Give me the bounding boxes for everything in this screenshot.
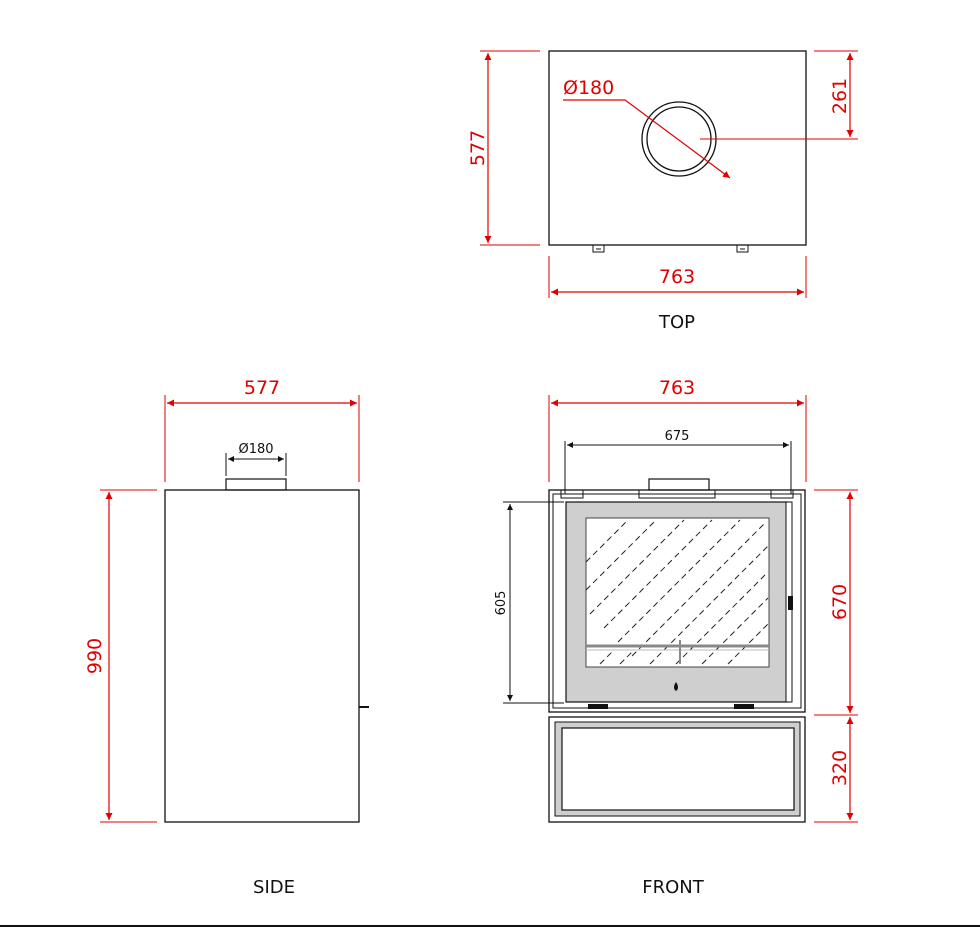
door-handle xyxy=(788,596,793,610)
glass-hatching xyxy=(585,519,769,665)
top-bracket-left xyxy=(592,244,605,253)
side-depth-dimension: 577 xyxy=(244,377,280,399)
top-view: 577 261 Ø180 763 TOP xyxy=(467,50,858,333)
air-control-icon xyxy=(674,682,678,691)
top-depth-dimension: 577 xyxy=(467,130,489,166)
side-view: 577 Ø180 990 SIDE xyxy=(84,377,369,898)
front-upper-height-dimension: 670 xyxy=(829,584,851,620)
front-view: 763 675 605 670 320 FRONT xyxy=(494,377,858,898)
front-log-store xyxy=(548,716,806,823)
side-outline xyxy=(164,489,360,823)
front-flue-collar xyxy=(648,478,710,491)
front-lower-height-dimension: 320 xyxy=(829,750,851,786)
front-view-label: FRONT xyxy=(642,877,704,898)
front-width-dimension: 763 xyxy=(659,377,695,399)
front-inner-width-dimension: 675 xyxy=(665,429,690,444)
side-flue-diameter: Ø180 xyxy=(238,442,273,457)
front-glass xyxy=(585,517,770,668)
front-glass-height-dimension: 605 xyxy=(494,591,509,616)
top-flue-offset-dimension: 261 xyxy=(829,78,851,114)
top-view-label: TOP xyxy=(658,312,695,333)
top-width-dimension: 763 xyxy=(659,266,695,288)
side-view-label: SIDE xyxy=(253,877,295,898)
side-flue-collar xyxy=(225,478,287,491)
top-bracket-right xyxy=(736,244,749,253)
top-flue-diameter: Ø180 xyxy=(563,77,614,99)
top-outline xyxy=(548,50,807,246)
side-height-dimension: 990 xyxy=(84,638,106,674)
